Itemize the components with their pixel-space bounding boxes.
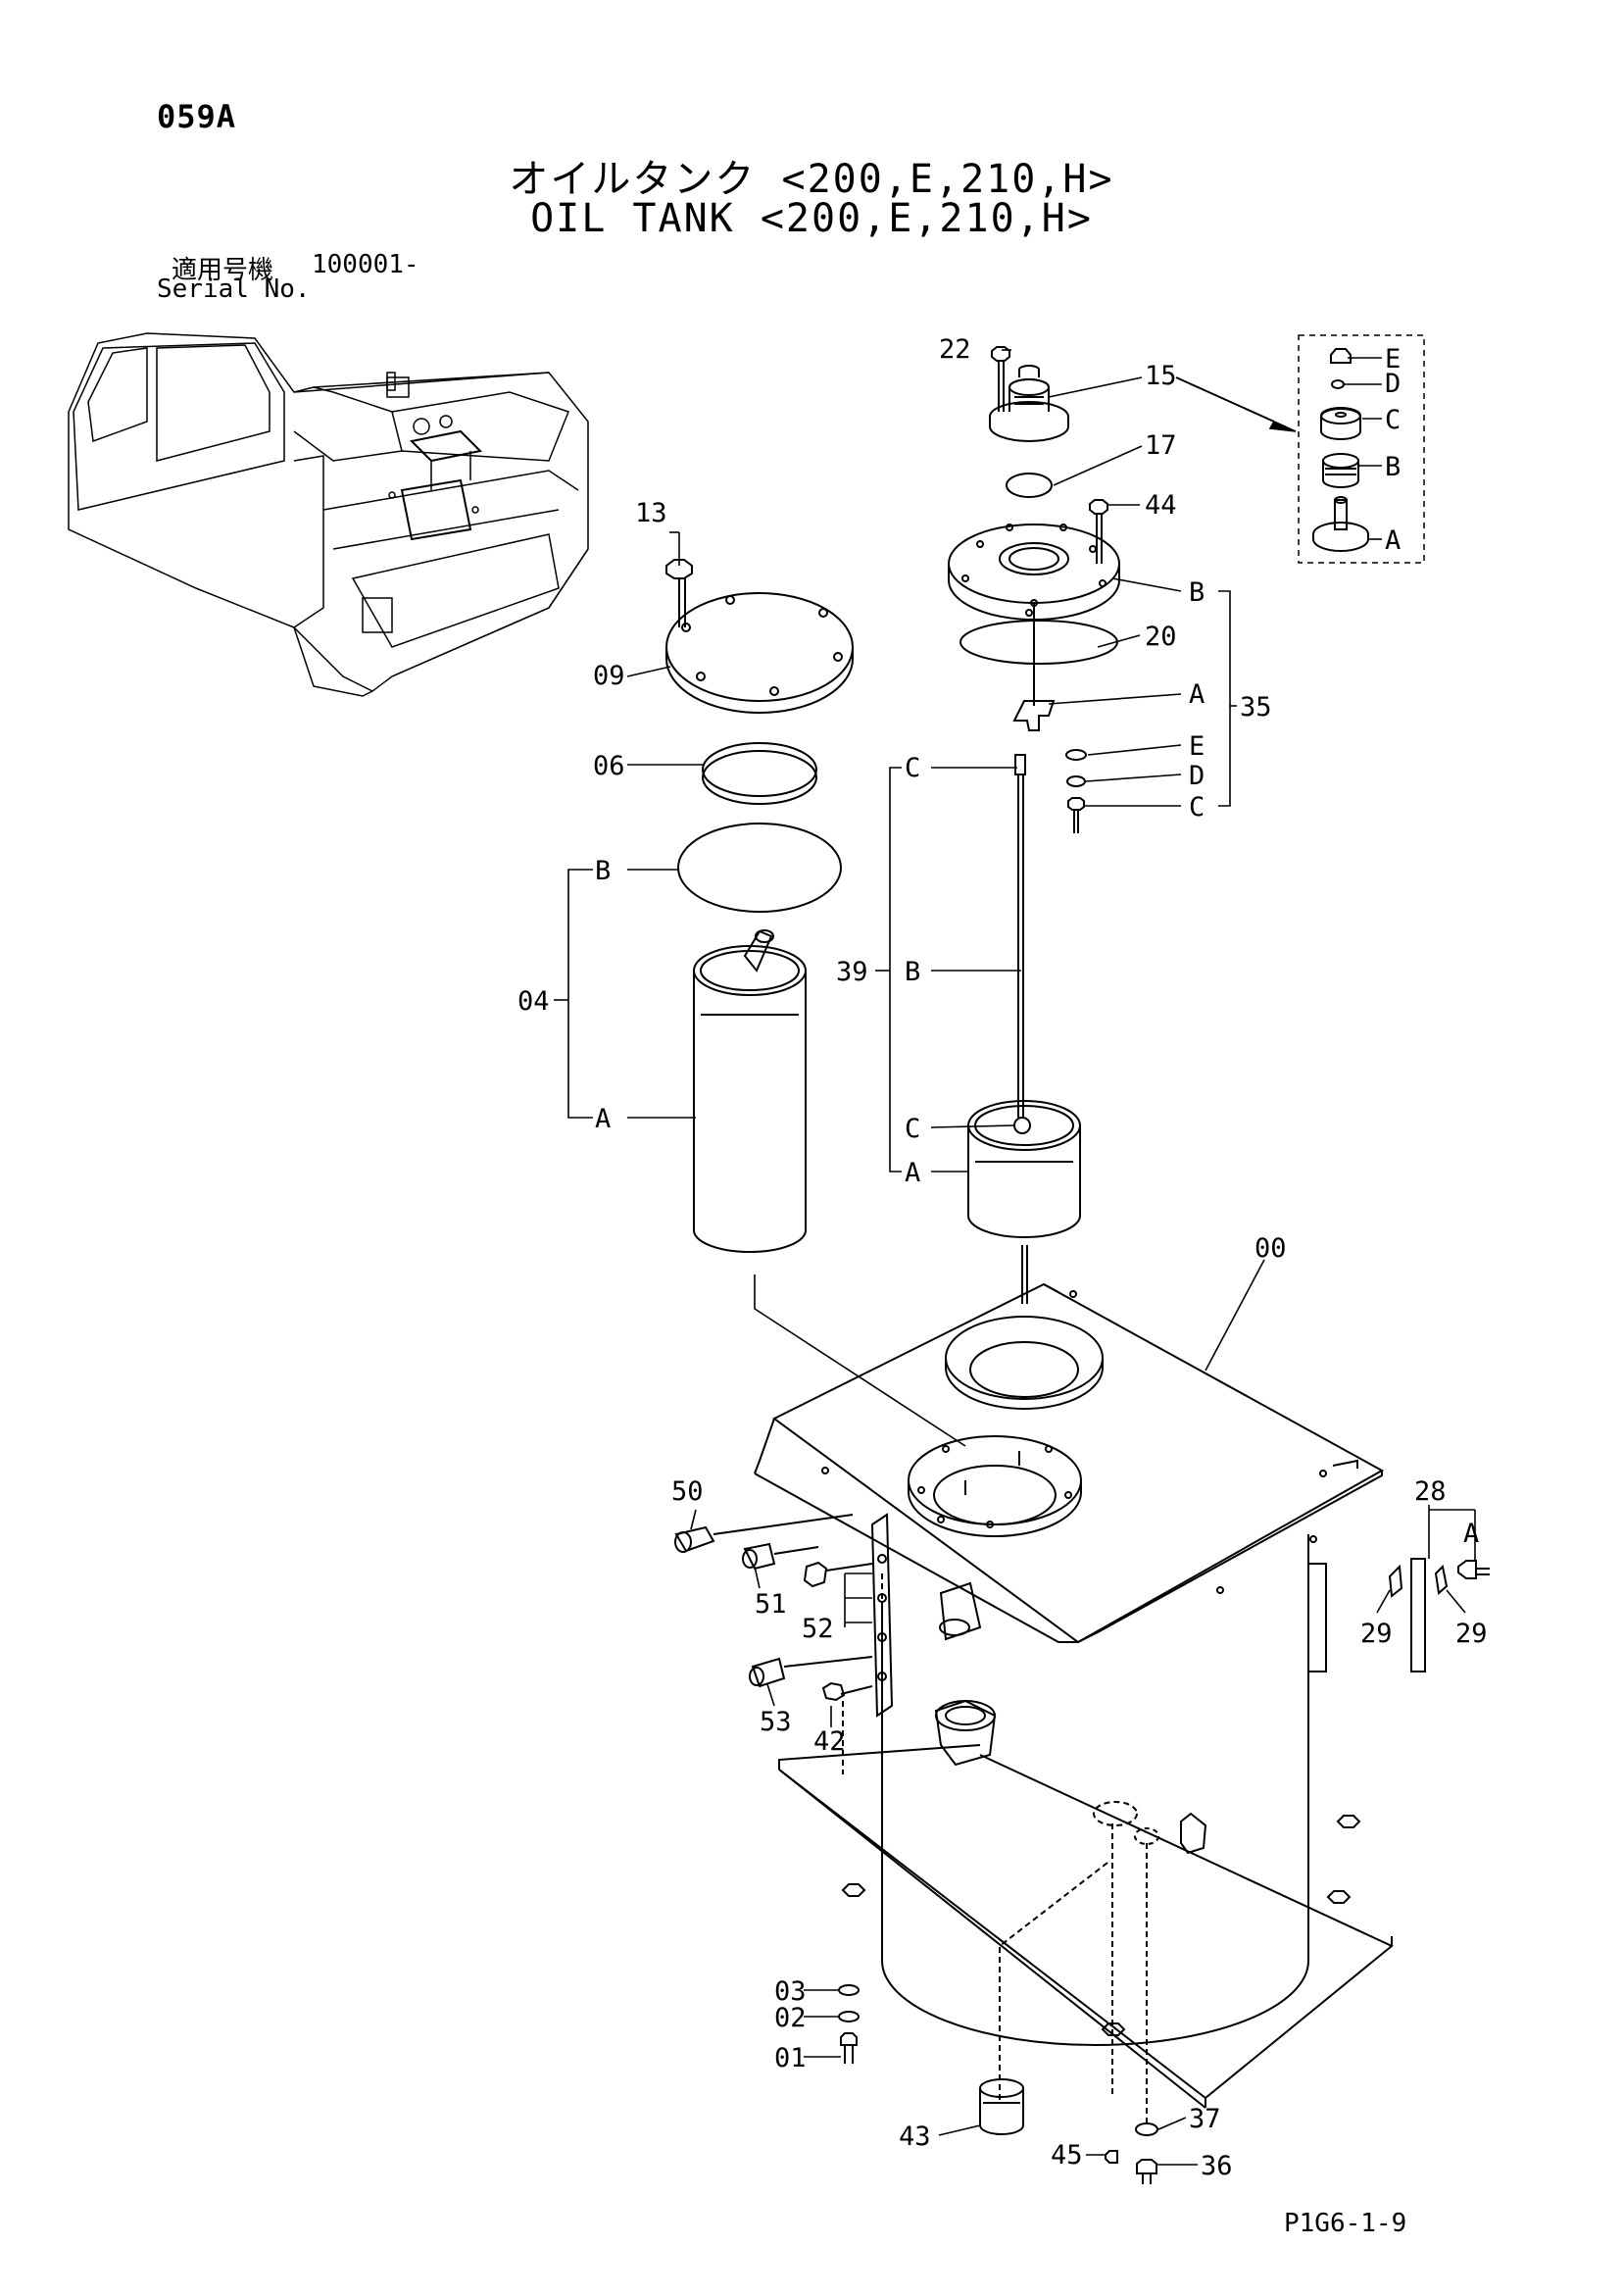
breather-gasket xyxy=(1006,473,1053,498)
tee-fitting xyxy=(749,1656,873,1688)
callout-44: 44 xyxy=(1145,490,1177,521)
tank-band xyxy=(1388,1558,1490,1672)
hydraulic-oil-tank xyxy=(754,1282,1394,2122)
part35-letter-e: E xyxy=(1189,731,1205,762)
serial-label-japanese: 適用号機 xyxy=(172,256,274,285)
callout-02: 02 xyxy=(774,2003,807,2033)
machine-locator-thumbnail xyxy=(68,332,589,697)
callout-06: 06 xyxy=(593,751,625,781)
callout-22: 22 xyxy=(939,334,971,365)
title-japanese: オイルタンク <200,E,210,H> xyxy=(509,157,1114,202)
detail-letter-a: A xyxy=(1385,525,1401,556)
filter-gasket xyxy=(677,823,842,913)
breather-detail-box xyxy=(1298,334,1425,564)
callout-42: 42 xyxy=(813,1726,846,1757)
bolt xyxy=(840,2032,858,2064)
callout-51: 51 xyxy=(755,1589,787,1620)
callout-13: 13 xyxy=(635,498,667,528)
callout-39: 39 xyxy=(836,957,868,987)
part04-letter-b: B xyxy=(595,856,611,886)
bolt xyxy=(665,559,693,627)
title-english: OIL TANK <200,E,210,H> xyxy=(530,196,1093,241)
part35-letter-b: B xyxy=(1189,577,1205,608)
callout-43: 43 xyxy=(899,2121,931,2152)
serial-label-english: Serial No. xyxy=(157,275,311,304)
bolt xyxy=(1089,499,1108,564)
serial-number-value: 100001- xyxy=(312,250,419,279)
part04-letter-a: A xyxy=(595,1104,611,1134)
part39-letter-c-top: C xyxy=(905,753,920,783)
adapter-fitting xyxy=(742,1542,819,1571)
lock-washer xyxy=(838,2011,860,2022)
callout-52: 52 xyxy=(802,1614,834,1644)
callout-03: 03 xyxy=(774,1976,807,2007)
washer xyxy=(838,1984,860,1996)
callout-53: 53 xyxy=(760,1707,792,1737)
figure-reference-code: P1G6-1-9 xyxy=(1284,2209,1407,2238)
breather-cap xyxy=(989,365,1069,442)
callout-36: 36 xyxy=(1201,2151,1233,2181)
washer xyxy=(1065,749,1087,761)
detail-letter-c: C xyxy=(1385,405,1401,435)
detail-letter-e: E xyxy=(1385,344,1401,374)
callout-01: 01 xyxy=(774,2043,807,2073)
flange-cover xyxy=(948,524,1120,706)
callout-20: 20 xyxy=(1145,622,1177,652)
leader-lines xyxy=(554,349,1476,2166)
lock-washer xyxy=(1066,775,1086,787)
suction-strainer xyxy=(967,754,1081,1304)
return-filter-element xyxy=(693,929,807,1253)
callout-00: 00 xyxy=(1254,1233,1287,1264)
connector-fitting xyxy=(803,1561,873,1588)
bolt xyxy=(1136,2159,1157,2184)
callout-15: 15 xyxy=(1145,361,1177,391)
callout-labels: 22 15 17 44 20 35 13 09 06 04 39 00 28 2… xyxy=(517,334,1488,2181)
callout-17: 17 xyxy=(1145,430,1177,461)
detail-letter-b: B xyxy=(1385,452,1401,482)
part35-letter-d: D xyxy=(1189,761,1205,791)
part39-letter-b: B xyxy=(905,957,920,987)
callout-45: 45 xyxy=(1051,2140,1083,2171)
callout-35: 35 xyxy=(1240,692,1272,723)
flange-gasket xyxy=(959,620,1118,665)
cover-plate xyxy=(665,592,854,714)
level-gauge-bracket xyxy=(1012,700,1056,731)
part39-letter-a: A xyxy=(905,1158,920,1188)
callout-29-right: 29 xyxy=(1455,1619,1488,1649)
drain-plug xyxy=(979,2078,1024,2135)
elbow-fitting xyxy=(674,1514,854,1553)
drain-valve xyxy=(1105,2150,1118,2164)
page-code: 059A xyxy=(157,98,237,135)
callout-28: 28 xyxy=(1414,1476,1447,1507)
screw xyxy=(991,346,1010,412)
part28-letter-a: A xyxy=(1463,1519,1479,1549)
fitting-bracket xyxy=(870,1513,894,1718)
washer xyxy=(1135,2122,1158,2136)
part39-letter-c-bottom: C xyxy=(905,1114,920,1144)
detail-letter-d: D xyxy=(1385,369,1401,399)
callout-04: 04 xyxy=(517,986,550,1017)
callout-37: 37 xyxy=(1189,2104,1221,2134)
callout-29-left: 29 xyxy=(1360,1619,1393,1649)
callout-09: 09 xyxy=(593,661,625,691)
part35-letter-a: A xyxy=(1189,679,1205,710)
snap-ring xyxy=(702,742,817,805)
plug xyxy=(821,1681,873,1702)
bolt xyxy=(1067,797,1085,833)
part35-letter-c: C xyxy=(1189,792,1205,823)
callout-50: 50 xyxy=(671,1476,704,1507)
